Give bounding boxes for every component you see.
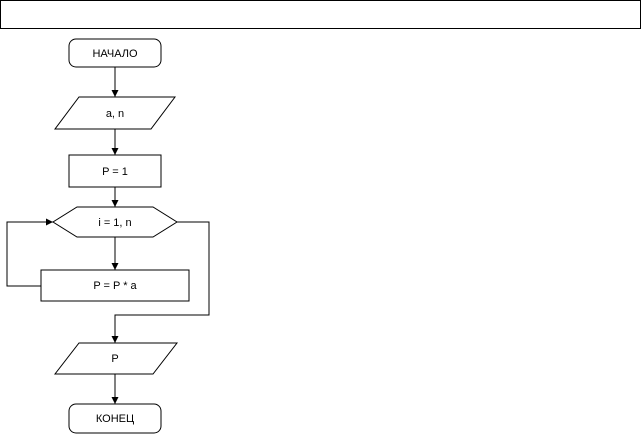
loop-back-connector — [6, 218, 53, 287]
input-label: a, n — [106, 108, 124, 120]
output-parallelogram — [53, 342, 179, 375]
header-bar — [0, 0, 641, 29]
end-label: КОНЕЦ — [96, 413, 134, 425]
loop-exit-connector — [111, 221, 210, 343]
output-label: P — [111, 353, 118, 365]
start-label: НАЧАЛО — [92, 48, 138, 60]
body-label: P = P * a — [93, 280, 137, 292]
init-label: P = 1 — [102, 166, 128, 178]
loop-label: i = 1, n — [98, 217, 131, 229]
init-process — [68, 154, 162, 188]
body-process — [40, 269, 190, 302]
end-terminator — [68, 403, 162, 434]
input-parallelogram — [54, 96, 176, 130]
